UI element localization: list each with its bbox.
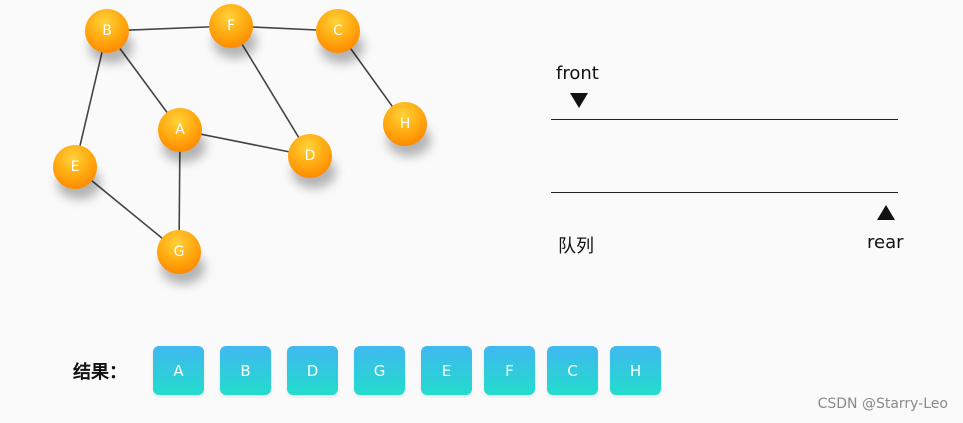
result-item-g: G bbox=[354, 346, 405, 395]
result-item-c: C bbox=[547, 346, 598, 395]
node-h: H bbox=[383, 102, 431, 157]
node-b: B bbox=[85, 9, 133, 64]
result-item-a: A bbox=[153, 346, 204, 395]
result-label: 结果： bbox=[73, 362, 127, 383]
queue-rear-label: rear bbox=[867, 232, 904, 253]
rear-arrow-icon bbox=[877, 205, 895, 220]
node-label: G bbox=[174, 244, 185, 260]
queue-front-label: front bbox=[556, 63, 599, 84]
node-e: E bbox=[53, 145, 101, 200]
result-item-e: E bbox=[421, 346, 472, 395]
front-arrow-icon bbox=[570, 93, 588, 108]
queue-caption: 队列 bbox=[558, 236, 594, 257]
node-f: F bbox=[209, 4, 257, 59]
result-item-b: B bbox=[220, 346, 271, 395]
node-label: E bbox=[71, 159, 80, 175]
queue-top-line bbox=[551, 119, 898, 120]
node-c: C bbox=[316, 9, 364, 64]
node-label: D bbox=[305, 148, 316, 164]
watermark: CSDN @Starry-Leo bbox=[817, 396, 948, 412]
node-label: A bbox=[175, 122, 185, 138]
edge-a-d bbox=[179, 129, 311, 157]
node-a: A bbox=[158, 108, 206, 163]
node-g: G bbox=[157, 230, 205, 285]
node-label: H bbox=[400, 116, 411, 132]
node-label: C bbox=[333, 23, 343, 39]
queue-bottom-line bbox=[551, 192, 898, 193]
graph-nodes: A B C D E F G H bbox=[53, 4, 431, 285]
result-item-h: H bbox=[610, 346, 661, 395]
node-d: D bbox=[288, 134, 336, 189]
node-label: B bbox=[102, 23, 112, 39]
result-item-f: F bbox=[484, 346, 535, 395]
node-label: F bbox=[227, 18, 235, 34]
result-item-d: D bbox=[287, 346, 338, 395]
